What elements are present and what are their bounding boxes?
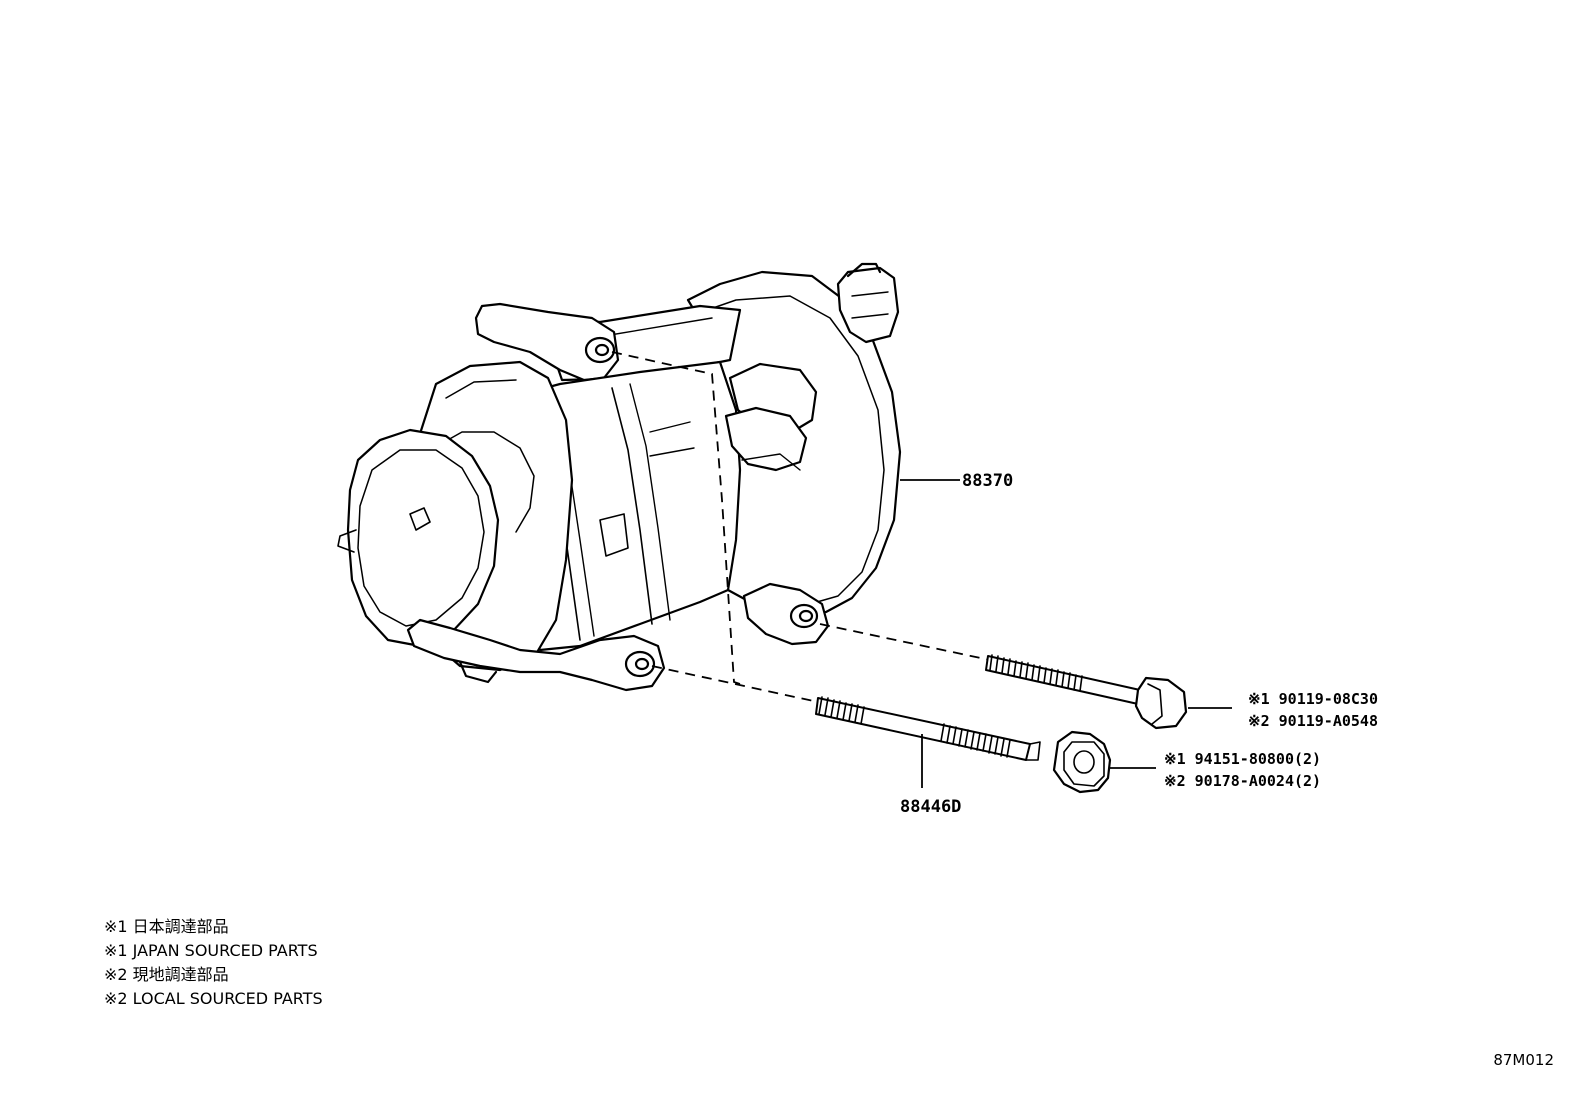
callout-nut-japan: ※1 94151-80800(2) <box>1164 750 1321 768</box>
flange-bolt <box>985 654 1188 730</box>
compressor-88370 <box>337 262 902 692</box>
callout-stud: 88446D <box>900 797 961 817</box>
assembly-guides <box>611 351 991 703</box>
legend-line-3: ※2 現地調達部品 <box>104 965 229 984</box>
legend-line-1: ※1 日本調達部品 <box>104 917 229 936</box>
legend-line-2: ※1 JAPAN SOURCED PARTS <box>104 941 318 960</box>
callout-nut-local: ※2 90178-A0024(2) <box>1164 772 1321 790</box>
legend: ※1 日本調達部品 ※1 JAPAN SOURCED PARTS ※2 現地調達… <box>104 915 323 1011</box>
legend-line-4: ※2 LOCAL SOURCED PARTS <box>104 989 323 1008</box>
flange-nut <box>1052 730 1112 794</box>
callout-bolt-local: ※2 90119-A0548 <box>1248 712 1378 730</box>
callout-bolt-japan: ※1 90119-08C30 <box>1248 690 1378 708</box>
callout-compressor: 88370 <box>962 471 1013 491</box>
stud-bolt <box>815 696 1041 761</box>
diagram-code: 87M012 <box>1493 1051 1554 1069</box>
